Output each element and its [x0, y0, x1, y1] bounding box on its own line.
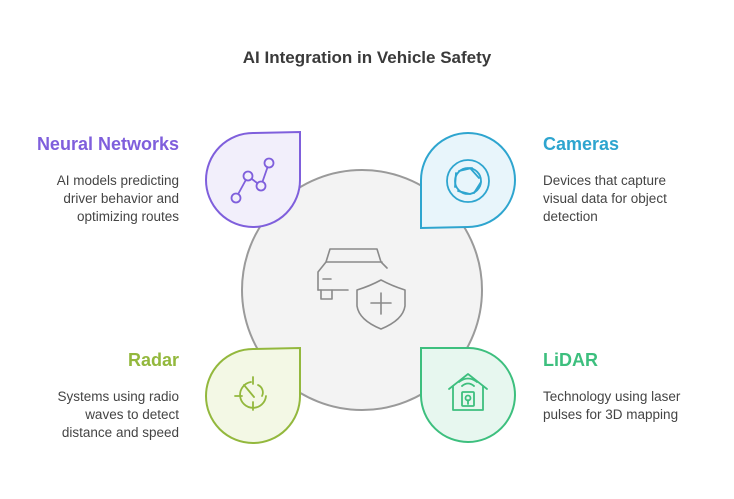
- description-line: Systems using radio: [57, 389, 179, 404]
- camera-aperture-icon: [446, 159, 490, 203]
- cameras-description: Devices that capture visual data for obj…: [543, 172, 667, 226]
- page-title: AI Integration in Vehicle Safety: [242, 48, 492, 67]
- description-line: optimizing routes: [76, 209, 179, 224]
- car-shield-icon: [317, 248, 406, 330]
- description-line: detection: [543, 209, 598, 224]
- description-line: Technology using laser: [543, 389, 681, 404]
- neural-networks-description: AI models predicting driver behavior and…: [57, 172, 179, 226]
- description-line: pulses for 3D mapping: [543, 407, 679, 422]
- description-line: visual data for object: [543, 191, 667, 206]
- cameras-heading: Cameras: [543, 134, 620, 154]
- description-line: driver behavior and: [63, 191, 179, 206]
- lidar-house-icon: [448, 373, 488, 411]
- description-line: waves to detect: [85, 407, 179, 422]
- description-line: Devices that capture: [543, 173, 667, 188]
- description-line: distance and speed: [61, 425, 179, 440]
- radar-icon: [234, 376, 267, 411]
- radar-description: Systems using radio waves to detect dist…: [57, 388, 179, 442]
- lidar-description: Technology using laser pulses for 3D map…: [543, 388, 680, 424]
- cameras-petal: [420, 132, 516, 230]
- neural-networks-heading: Neural Networks: [36, 134, 179, 154]
- radar-heading: Radar: [127, 350, 179, 370]
- lidar-heading: LiDAR: [543, 350, 598, 370]
- neural-network-icon: [230, 157, 275, 204]
- description-line: AI models predicting: [56, 173, 179, 188]
